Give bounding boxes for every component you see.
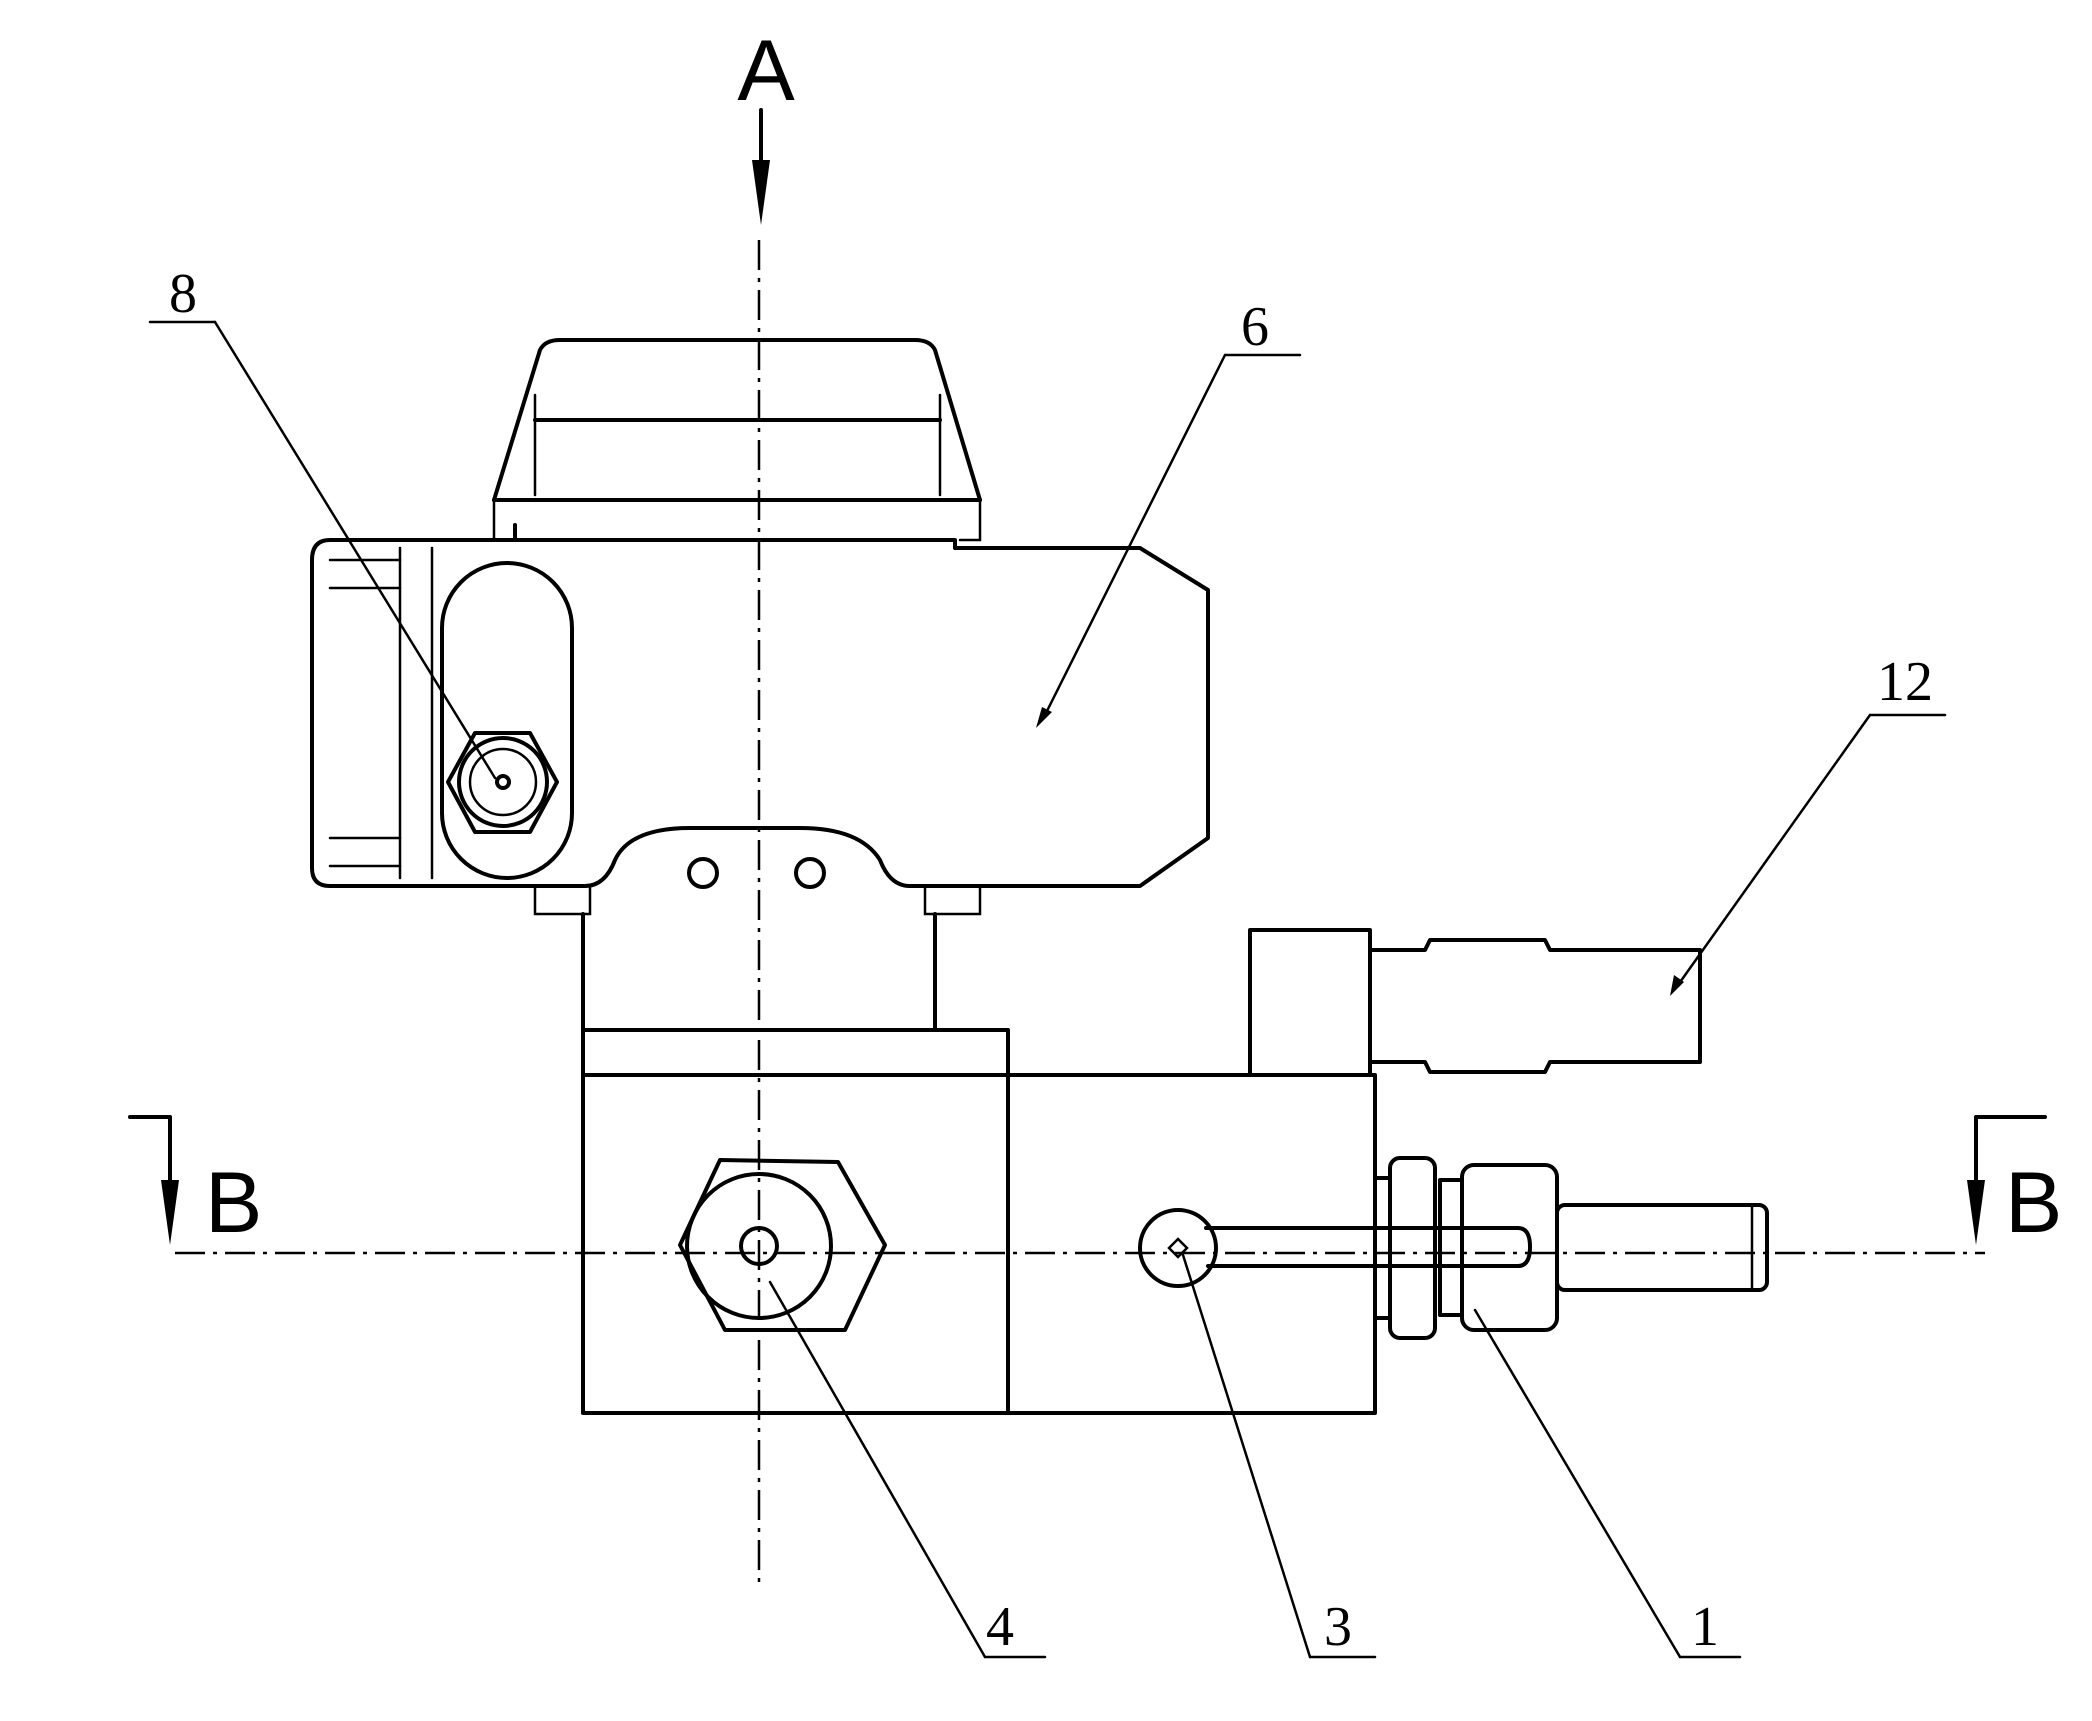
callout-part-4: 4 [986,1596,1014,1658]
callout-labels: 8 6 12 4 3 1 [169,263,1933,1658]
section-b-marker-left: B [130,1117,262,1251]
connector-part-1 [1375,1158,1767,1338]
section-b-label-left: B [205,1155,262,1251]
section-a-marker: A [737,23,795,225]
callout-part-8: 8 [169,263,197,325]
valve-block [583,1030,1375,1413]
section-a-label: A [737,23,795,119]
mounting-hole-left [689,859,717,887]
section-b-label-right: B [2005,1155,2062,1251]
callout-part-1: 1 [1691,1596,1719,1658]
actuator-housing [312,340,1208,914]
cable-gland-part-12 [1250,930,1700,1075]
hex-fitting-part-8 [448,733,557,832]
section-b-marker-right: B [1967,1117,2062,1251]
mounting-hole-right [796,859,824,887]
lever-part-3 [1140,1210,1530,1286]
callout-part-3: 3 [1324,1596,1352,1658]
callout-part-12: 12 [1877,651,1933,713]
callout-part-6: 6 [1241,296,1269,358]
leader-lines [150,322,1945,1657]
